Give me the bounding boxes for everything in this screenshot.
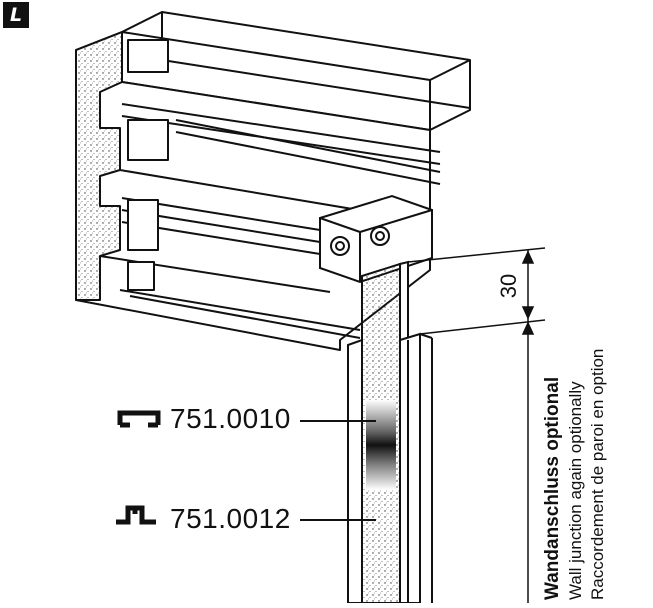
- frame-profile: [75, 11, 471, 351]
- t-profile-icon: [116, 505, 156, 525]
- part-number-751-0010: 751.0010: [170, 403, 291, 434]
- wall-panel: [347, 260, 433, 604]
- u-channel-profile-icon: [117, 410, 161, 428]
- leader-lines: [300, 420, 376, 521]
- dimension-label: 30: [496, 273, 522, 299]
- figure-badge: L: [3, 2, 29, 28]
- wall-junction-fr: Raccordement de paroi en option: [588, 348, 607, 600]
- part-number-751-0012: 751.0012: [170, 503, 291, 534]
- wall-junction-de: Wandanschluss optional: [542, 376, 563, 600]
- wall-junction-en: Wall junction again optionally: [566, 381, 585, 600]
- end-cap-block: [319, 194, 433, 284]
- dimension-lines: [407, 247, 546, 603]
